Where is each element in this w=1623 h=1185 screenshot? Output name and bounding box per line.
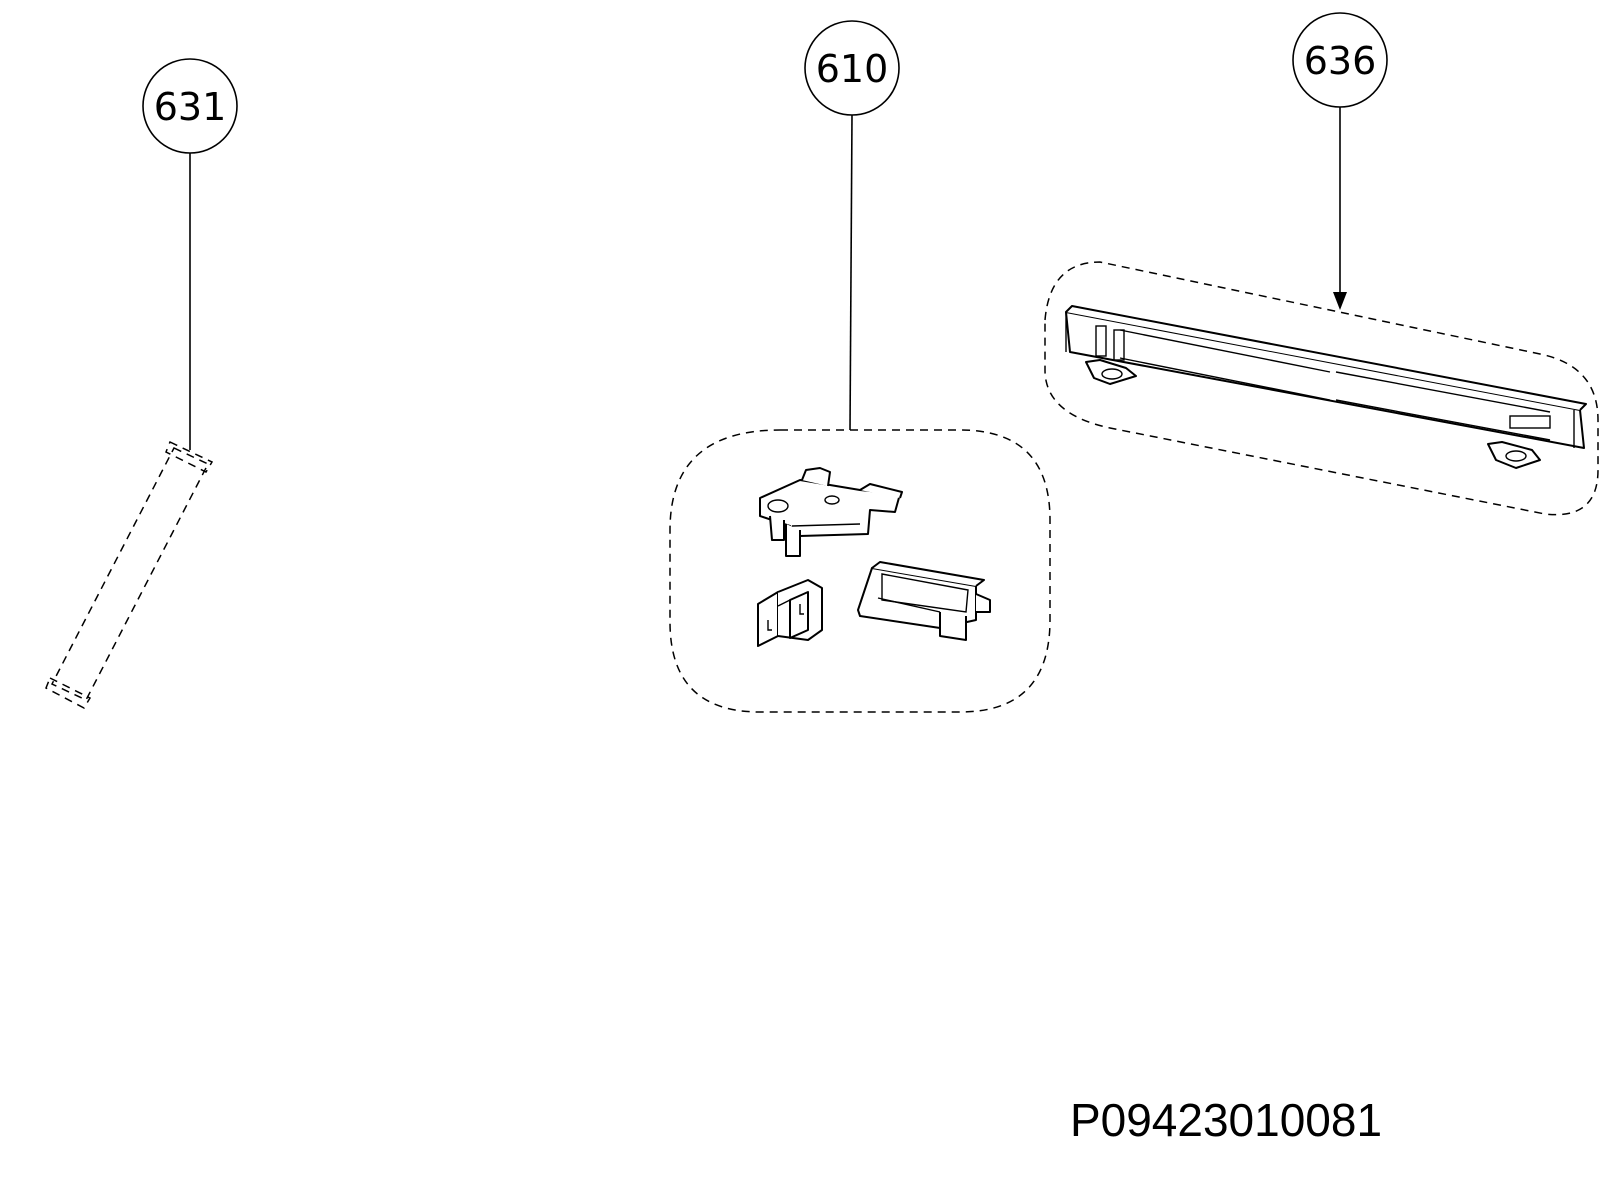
group-outline-610	[669, 429, 1051, 713]
leader-arrow-636	[1333, 292, 1347, 310]
leader-line-610	[849, 114, 853, 431]
callout-631-label: 631	[154, 85, 227, 129]
callout-610[interactable]: 610	[804, 20, 900, 116]
group-outline-636	[1044, 261, 1599, 516]
part-610-frame[interactable]	[857, 561, 991, 641]
part-610-bracket[interactable]	[759, 467, 903, 557]
callout-636-label: 636	[1304, 39, 1377, 83]
callout-636[interactable]: 636	[1292, 12, 1388, 108]
part-610-clip[interactable]	[757, 579, 823, 647]
callout-631[interactable]: 631	[142, 58, 238, 154]
drawing-reference-code: P09423010081	[1070, 1094, 1382, 1146]
part-631-strip[interactable]	[45, 440, 214, 709]
part-636-rail[interactable]	[1065, 305, 1587, 469]
callout-610-label: 610	[816, 47, 889, 91]
